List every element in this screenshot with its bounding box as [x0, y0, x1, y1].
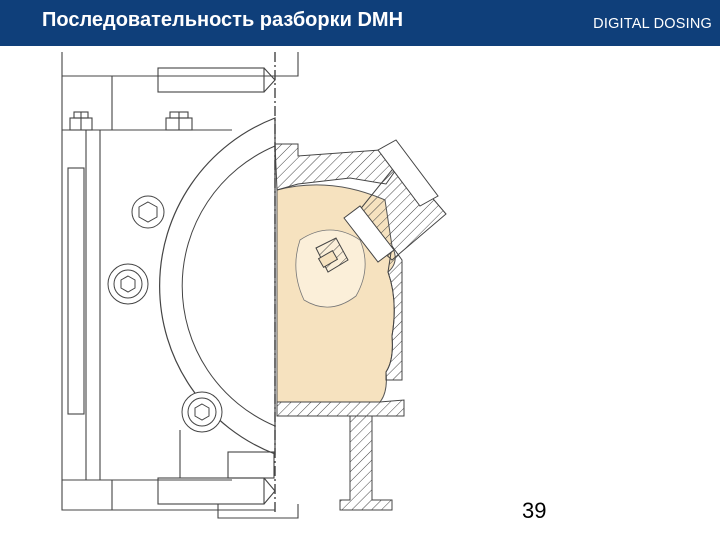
- housing-inner-line: [62, 129, 232, 481]
- bottom-bracket: [217, 504, 299, 519]
- top-bolt-right: [165, 111, 193, 131]
- top-bracket: [61, 52, 299, 77]
- outlet-valve-cap: [377, 139, 439, 207]
- dosing-head-right-wall: [385, 244, 403, 381]
- hub-insert: [317, 249, 339, 269]
- bottom-connector-tip: [263, 477, 276, 505]
- page-number: 39: [522, 498, 547, 523]
- brand-label: DIGITAL DOSING: [593, 16, 712, 32]
- header-bar: Последовательность разборки DMH DIGITAL …: [0, 0, 720, 46]
- dosing-head-bottom-wall: [276, 399, 405, 417]
- top-bolt-left: [69, 111, 93, 131]
- cover-screw-bottom: [181, 391, 223, 433]
- cover-rim: [181, 145, 276, 427]
- slide-title: Последовательность разборки DMH: [42, 9, 404, 31]
- motor-housing: [61, 76, 275, 511]
- bottom-connector: [157, 477, 265, 505]
- pump-cross-section-drawing: [61, 52, 447, 519]
- cover-screw-top: [131, 195, 165, 229]
- top-connector: [157, 67, 265, 93]
- cover-screw-middle: [107, 263, 149, 305]
- side-window: [67, 167, 85, 415]
- front-cover-disc: [159, 117, 276, 455]
- outlet-fitting: [343, 205, 395, 263]
- top-connector-tip: [263, 67, 276, 93]
- inlet-valve-body: [339, 415, 393, 511]
